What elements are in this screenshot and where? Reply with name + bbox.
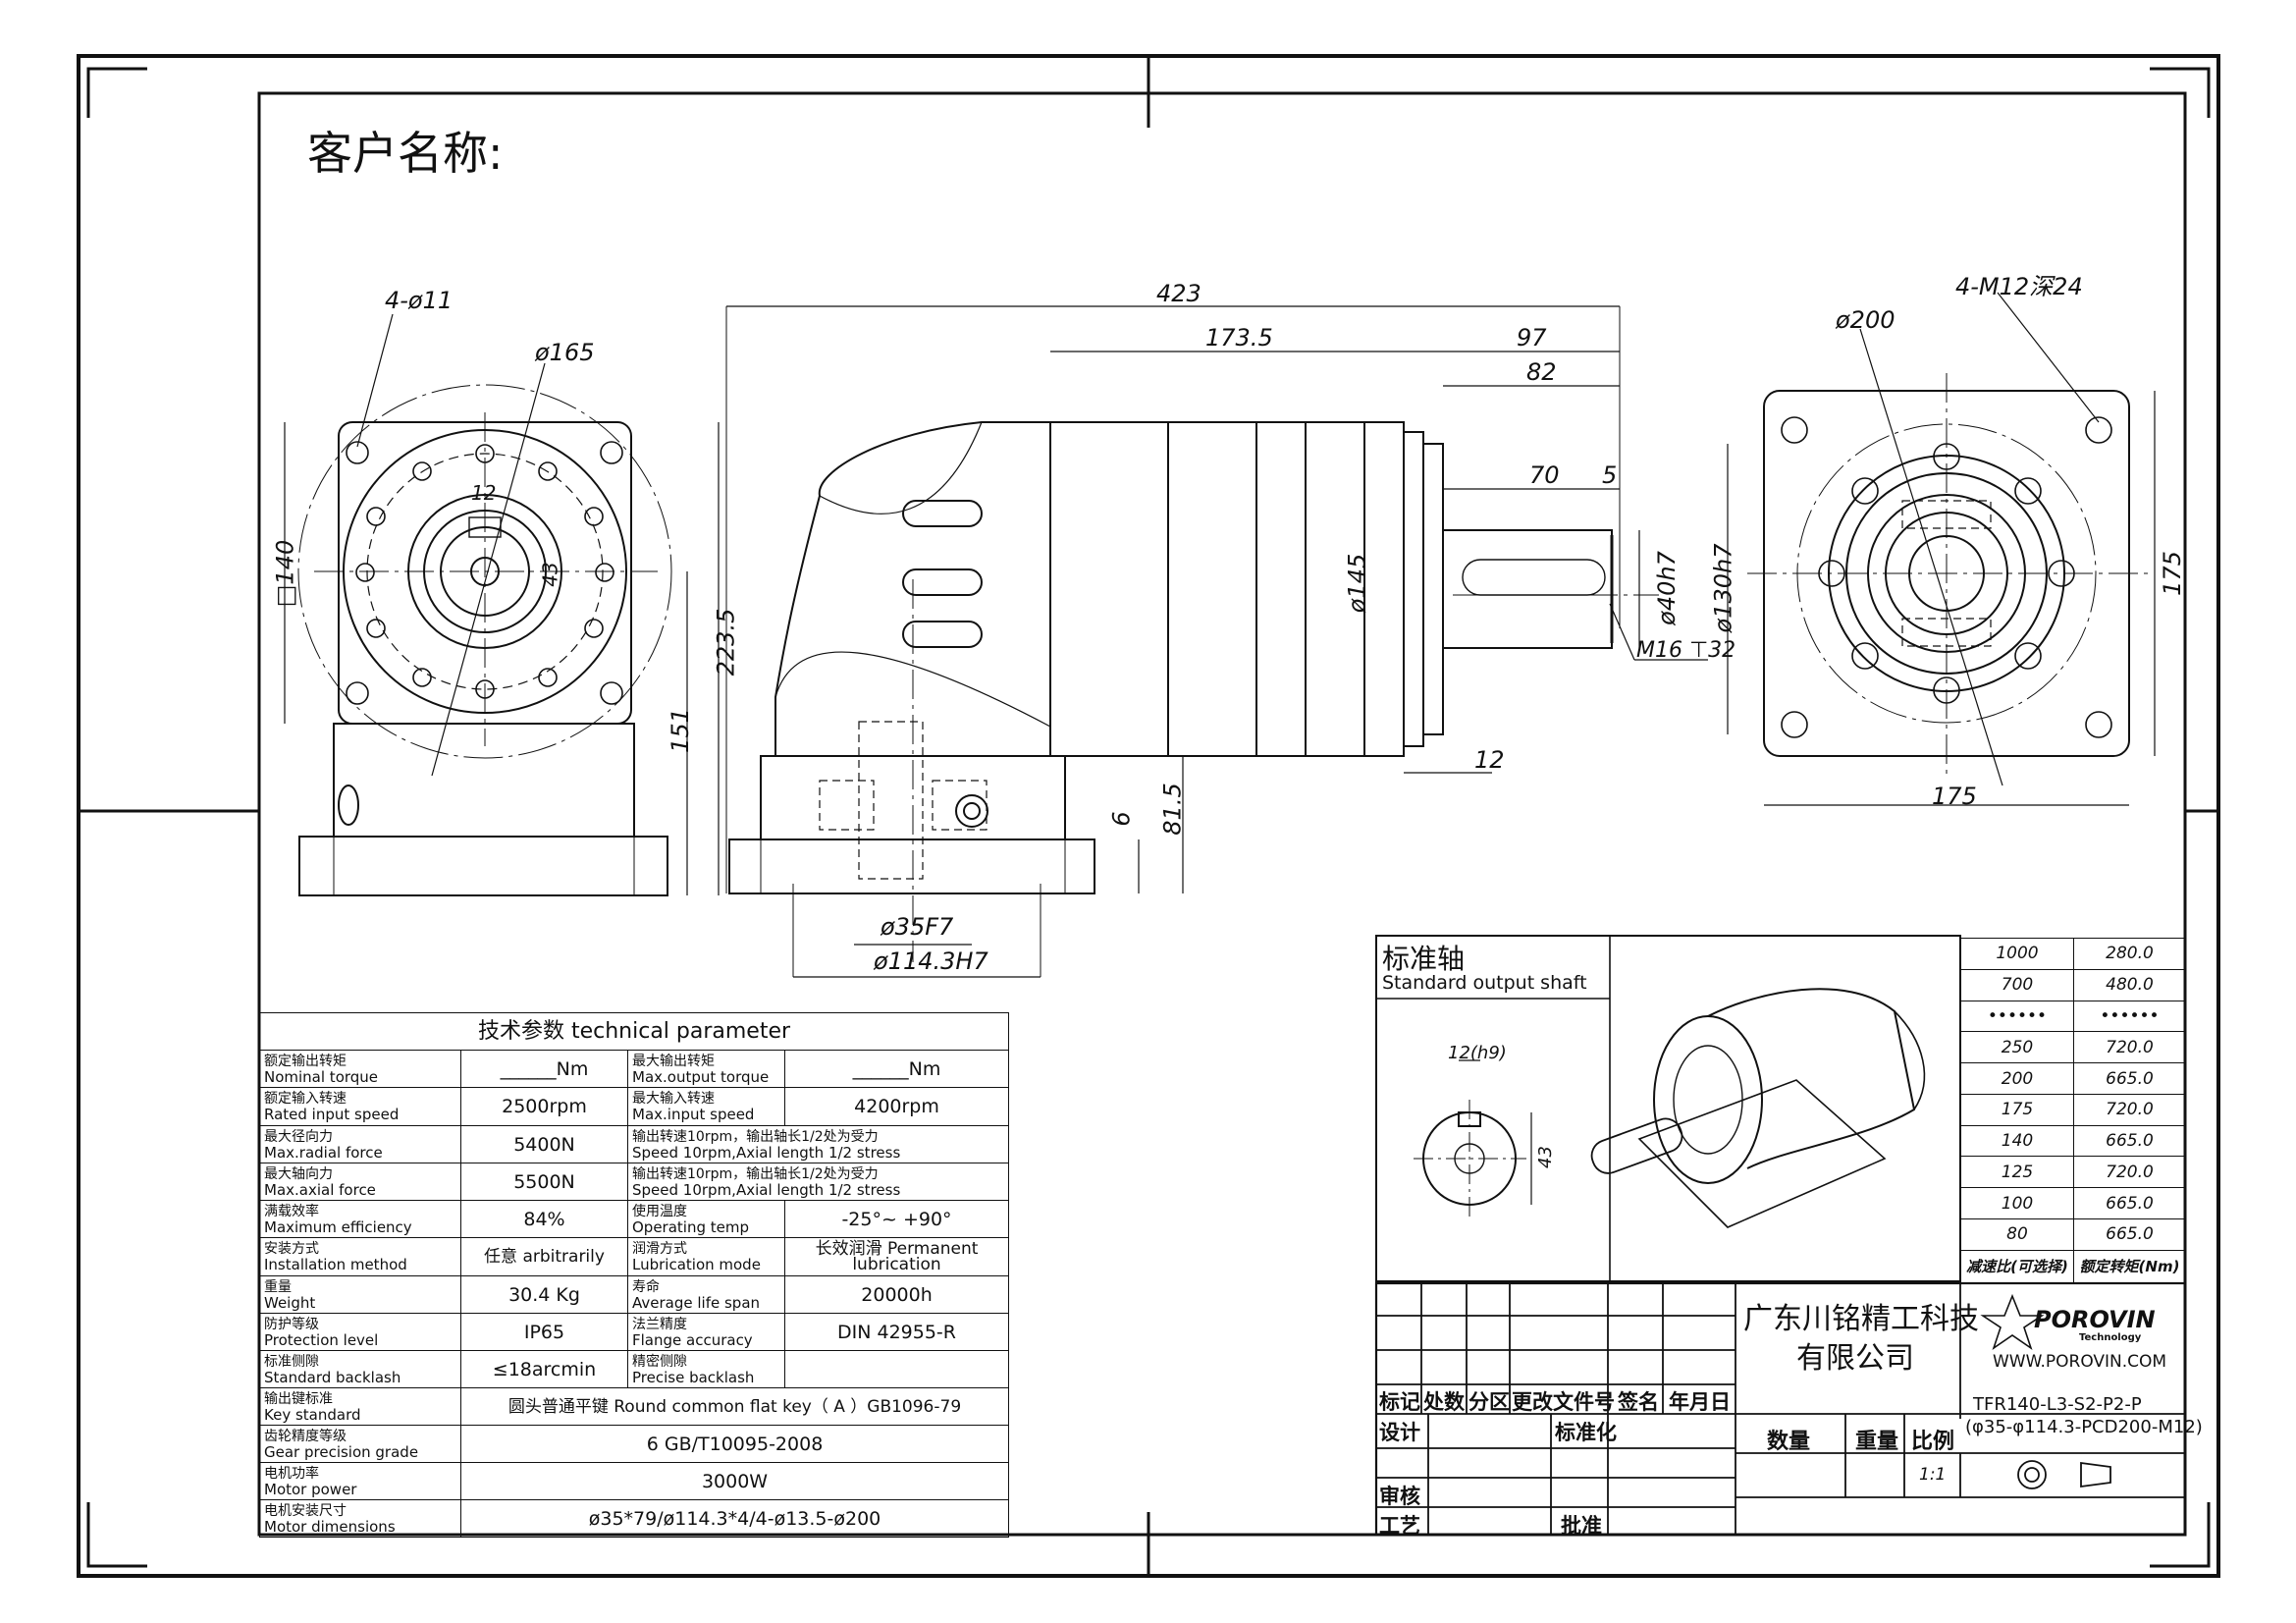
label-biaoji: 标记 <box>1379 1390 1420 1414</box>
dim-2235: 223.5 <box>712 608 740 676</box>
dim-d35f7: ø35F7 <box>881 913 954 941</box>
label-qianming: 签名 <box>1618 1390 1659 1414</box>
tech-title: 技术参数 technical parameter <box>258 1012 1010 1051</box>
brand-logo: POROVIN <box>2034 1306 2156 1333</box>
dim-175-v: 175 <box>2158 551 2186 596</box>
dim-43: 43 <box>538 562 562 587</box>
dim-1735: 173.5 <box>1205 324 1273 352</box>
label-biaozhunhua: 标准化 <box>1555 1421 1617 1444</box>
dim-key12: 12 <box>471 481 497 505</box>
dim-m16: M16 ⊤32 <box>1636 638 1736 663</box>
dim-82: 82 <box>1526 358 1557 386</box>
brand-sub: Technology <box>2079 1332 2142 1343</box>
label-sheji: 设计 <box>1379 1421 1420 1444</box>
ratio-row: •••••••••••• <box>1960 1000 2186 1033</box>
label-chushu: 处数 <box>1423 1390 1465 1414</box>
left-view <box>284 313 720 896</box>
website: WWW.POROVIN.COM <box>1993 1352 2167 1372</box>
inner-frame <box>257 91 2187 1537</box>
dim-5: 5 <box>1602 461 1618 489</box>
dim-w12: 12 <box>1474 746 1505 774</box>
label-pizhun: 批准 <box>1561 1514 1602 1538</box>
dim-m12: 4-M12深24 <box>1955 273 2083 300</box>
label-nianyueri: 年月日 <box>1669 1390 1731 1414</box>
ratio-header: 减速比(可选择)额定转矩(Nm) <box>1960 1249 2186 1284</box>
company-name-line2: 有限公司 <box>1796 1341 1914 1376</box>
dim-sq140: □140 <box>271 539 299 608</box>
customer-label: 客户名称: <box>307 127 504 180</box>
dim-d200: ø200 <box>1836 306 1896 334</box>
dim-d40h7: ø40h7 <box>1652 551 1681 625</box>
company-name-line1: 广东川铭精工科技 <box>1743 1302 1979 1336</box>
dim-175-h: 175 <box>1932 783 1977 810</box>
label-zhongliang: 重量 <box>1855 1430 1899 1454</box>
dim-815: 81.5 <box>1158 783 1187 836</box>
title-block-grid <box>1374 1281 2187 1537</box>
dim-d130h7: ø130h7 <box>1709 543 1737 633</box>
dim-151: 151 <box>666 708 694 753</box>
model-line1: TFR140-L3-S2-P2-P <box>1973 1394 2142 1415</box>
dim-d165: ø165 <box>535 339 595 366</box>
dim-holes: 4-ø11 <box>385 287 454 314</box>
label-shenhe: 审核 <box>1379 1485 1420 1508</box>
scale-value: 1:1 <box>1919 1465 1947 1485</box>
dim-d145: ø145 <box>1343 553 1371 614</box>
label-gongyi: 工艺 <box>1379 1514 1420 1538</box>
dim-6: 6 <box>1107 811 1136 827</box>
dim-shaft-43: 43 <box>1534 1146 1556 1168</box>
side-view <box>725 305 1729 978</box>
label-fenqu: 分区 <box>1468 1390 1510 1414</box>
label-bili: 比例 <box>1911 1430 1955 1454</box>
dim-d1143h7: ø114.3H7 <box>874 947 988 975</box>
model-line2: (φ35-φ114.3-PCD200-M12) <box>1965 1417 2203 1437</box>
label-gengai: 更改文件号 <box>1512 1390 1615 1414</box>
dim-423: 423 <box>1156 280 1201 307</box>
shaft-box <box>1375 935 1961 1282</box>
dim-97: 97 <box>1517 324 1547 352</box>
dim-70: 70 <box>1529 461 1560 489</box>
dim-12h9: 12(h9) <box>1448 1043 1507 1063</box>
front-view <box>1747 292 2156 806</box>
shaft-title-en: Standard output shaft <box>1382 972 1587 994</box>
shaft-title-zh: 标准轴 <box>1382 943 1466 975</box>
label-shuliang: 数量 <box>1767 1430 1811 1454</box>
